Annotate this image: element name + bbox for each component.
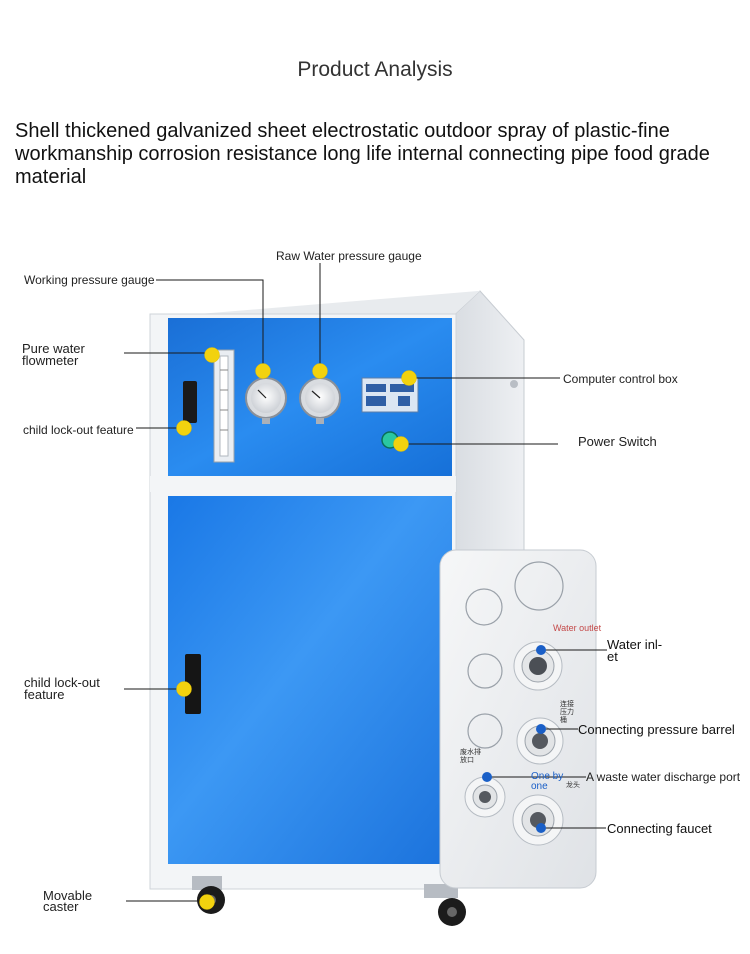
- caster-right: [424, 884, 466, 926]
- label-flowmeter-1: Pure water: [22, 341, 85, 356]
- page-title: Product Analysis: [297, 58, 453, 81]
- product-description: Shell thickened galvanized sheet electro…: [15, 120, 710, 188]
- label-child-lock-bottom-2: feature: [24, 687, 65, 702]
- flowmeter: [213, 349, 235, 463]
- marker-working-gauge: [255, 363, 271, 379]
- marker-caster: [199, 894, 215, 910]
- marker-pressure-barrel: [536, 724, 546, 734]
- label-one-by-one-1: One by: [531, 771, 564, 782]
- cn-label-pressure-barrel: 连接压力桶: [560, 700, 574, 724]
- label-child-lock-bottom-1: child lock-out: [24, 675, 100, 690]
- label-connecting-pressure-barrel: Connecting pressure barrel: [578, 722, 735, 737]
- label-water-inlet-1: Water inl-: [607, 637, 663, 652]
- raw-water-pressure-gauge: [299, 377, 341, 424]
- marker-control-box: [401, 370, 417, 386]
- label-water-inlet-2: et: [607, 649, 618, 664]
- label-one-by-one-2: one: [531, 781, 548, 792]
- marker-flowmeter: [204, 347, 220, 363]
- marker-waste-water: [482, 772, 492, 782]
- label-power-switch: Power Switch: [578, 434, 657, 449]
- cabinet-door: [168, 496, 452, 864]
- leader-lines: [124, 263, 607, 902]
- working-pressure-gauge: [245, 377, 287, 424]
- marker-power-switch: [393, 436, 409, 452]
- lock-handle-top: [183, 381, 197, 423]
- cn-label-waste-port: 废水排放口: [460, 748, 481, 764]
- cabinet-top: [150, 291, 480, 318]
- marker-water-inlet: [536, 645, 546, 655]
- panel-divider: [150, 476, 456, 492]
- marker-lock-door: [176, 681, 192, 697]
- water-inlet-fitting: [513, 641, 563, 691]
- callout-markers-blue: [482, 645, 546, 833]
- label-caster-1: Movable: [43, 888, 93, 903]
- cn-label-faucet: 龙头: [566, 781, 580, 789]
- marker-faucet: [536, 823, 546, 833]
- callout-markers-yellow: [176, 347, 417, 910]
- label-water-outlet: Water outlet: [553, 623, 602, 633]
- label-waste-water-discharge: A waste water discharge port: [586, 770, 741, 784]
- port-panel-inset: [439, 549, 597, 889]
- label-raw-water-gauge: Raw Water pressure gauge: [276, 249, 422, 263]
- faucet-fitting: [512, 794, 564, 846]
- marker-lock-top: [176, 420, 192, 436]
- label-flowmeter-2: flowmeter: [22, 353, 79, 368]
- label-working-gauge: Working pressure gauge: [24, 273, 155, 287]
- lock-handle-door: [185, 654, 201, 714]
- label-computer-control-box: Computer control box: [563, 372, 678, 386]
- label-connecting-faucet: Connecting faucet: [607, 821, 712, 836]
- waste-water-fitting: [464, 776, 506, 818]
- marker-raw-gauge: [312, 363, 328, 379]
- computer-control-box: [361, 377, 419, 413]
- label-child-lock-top: child lock-out feature: [23, 423, 134, 437]
- label-caster-2: caster: [43, 899, 79, 914]
